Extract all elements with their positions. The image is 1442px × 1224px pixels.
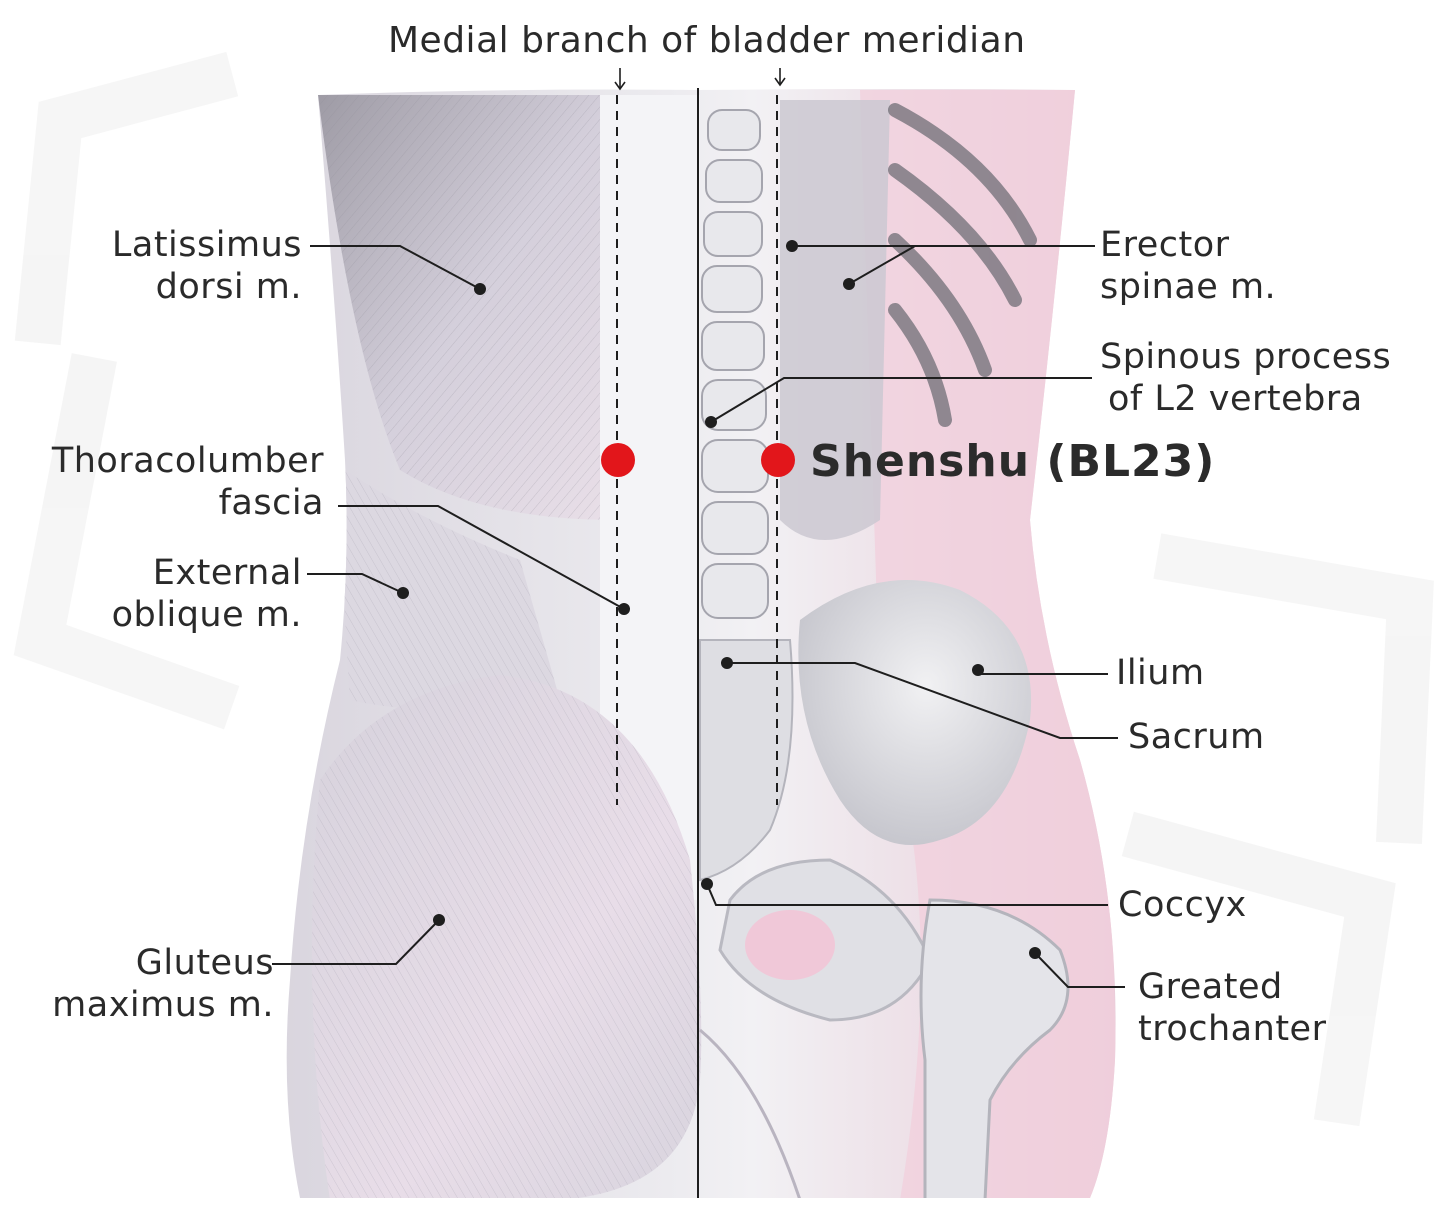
ribs [888,103,1037,427]
label-external-oblique-line2: oblique m. [111,595,302,635]
label-spinous-process: Spinous process of L2 vertebra [1100,336,1391,420]
torso-silhouette [286,89,1116,1198]
label-erector-spinae-line2: spinae m. [1100,267,1277,307]
label-trochanter: Greated trochanter [1138,966,1326,1050]
erector-spinae-muscle [780,100,890,540]
thoracolumbar-fascia [600,95,700,900]
label-coccyx: Coccyx [1118,885,1247,925]
label-thoracolumbar-line2: fascia [218,483,324,523]
label-trochanter-line2: trochanter [1138,1009,1327,1049]
label-latissimus: Latissimus dorsi m. [112,224,302,308]
label-gluteus-line2: maximus m. [52,985,274,1025]
sacrum-bone [699,639,794,882]
leader-lines [272,245,1125,988]
label-gluteus: Gluteus maximus m. [52,942,274,1026]
label-erector-spinae: Erector spinae m. [1100,224,1276,308]
label-ilium: Ilium [1116,653,1205,693]
meridian-label: Medial branch of bladder meridian [388,20,1026,61]
ilium-bone [798,580,1032,845]
label-external-oblique: External oblique m. [112,552,302,636]
leader-dots [397,240,1041,959]
label-trochanter-line1: Greated [1138,967,1283,1007]
label-thoracolumbar-line1: Thoracolumber [51,441,324,481]
label-sacrum: Sacrum [1128,717,1265,757]
watermark [13,51,1434,1127]
meridian-arrows [614,68,786,91]
label-latissimus-line1: Latissimus [111,225,302,265]
acupoint-right [761,443,795,477]
label-thoracolumbar: Thoracolumber fascia [52,440,324,524]
label-spinous-process-line2: of L2 vertebra [1108,379,1363,419]
label-erector-spinae-line1: Erector [1100,225,1230,265]
label-gluteus-line1: Gluteus [135,943,274,983]
label-latissimus-line2: dorsi m. [155,267,302,307]
vertebral-column [701,109,769,619]
acupoint-name: Shenshu (BL23) [810,436,1216,487]
acupoint-left [601,443,635,477]
label-external-oblique-line1: External [152,553,302,593]
label-spinous-process-line1: Spinous process [1100,337,1392,377]
femur-bone [919,898,1070,1198]
